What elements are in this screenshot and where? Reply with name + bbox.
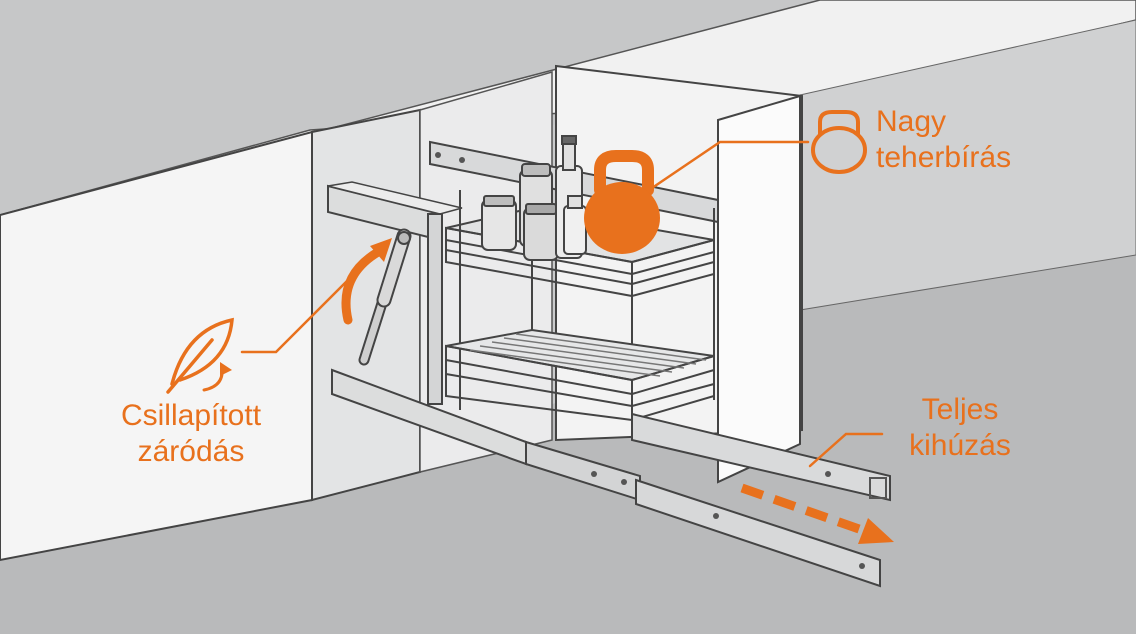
left-cabinet-side xyxy=(311,108,421,502)
callout-load-label: Nagy teherbírás xyxy=(876,105,1012,174)
callout-extension-label: Teljes kihúzás xyxy=(909,393,1011,462)
gas-damper xyxy=(358,228,412,366)
cabinet-opening xyxy=(419,64,803,484)
extension-leader-line xyxy=(808,432,884,468)
kettlebell-weight xyxy=(584,150,660,254)
pull-out-frame xyxy=(327,181,463,405)
bottom-runners xyxy=(331,368,891,588)
frame-post xyxy=(427,213,443,405)
jar-1 xyxy=(481,199,517,251)
floor xyxy=(0,255,1136,634)
kettlebell-icon xyxy=(811,110,867,174)
damped-leader-line xyxy=(240,260,368,354)
right-door-edge xyxy=(717,94,801,484)
stored-items xyxy=(481,135,587,261)
drawer-slide-extension xyxy=(635,478,881,588)
dashed-arrow-icon xyxy=(740,483,864,535)
callout-graphics xyxy=(166,110,894,544)
jar-2 xyxy=(523,207,559,261)
drawer-slide-right xyxy=(631,412,891,502)
callout-damped-label: Csillapított záródás xyxy=(120,399,262,468)
lower-basket xyxy=(445,328,715,422)
curved-arrow-icon xyxy=(341,247,383,325)
load-leader-line xyxy=(650,140,810,190)
feather-icon xyxy=(166,317,234,394)
spice-bottle xyxy=(563,205,587,255)
